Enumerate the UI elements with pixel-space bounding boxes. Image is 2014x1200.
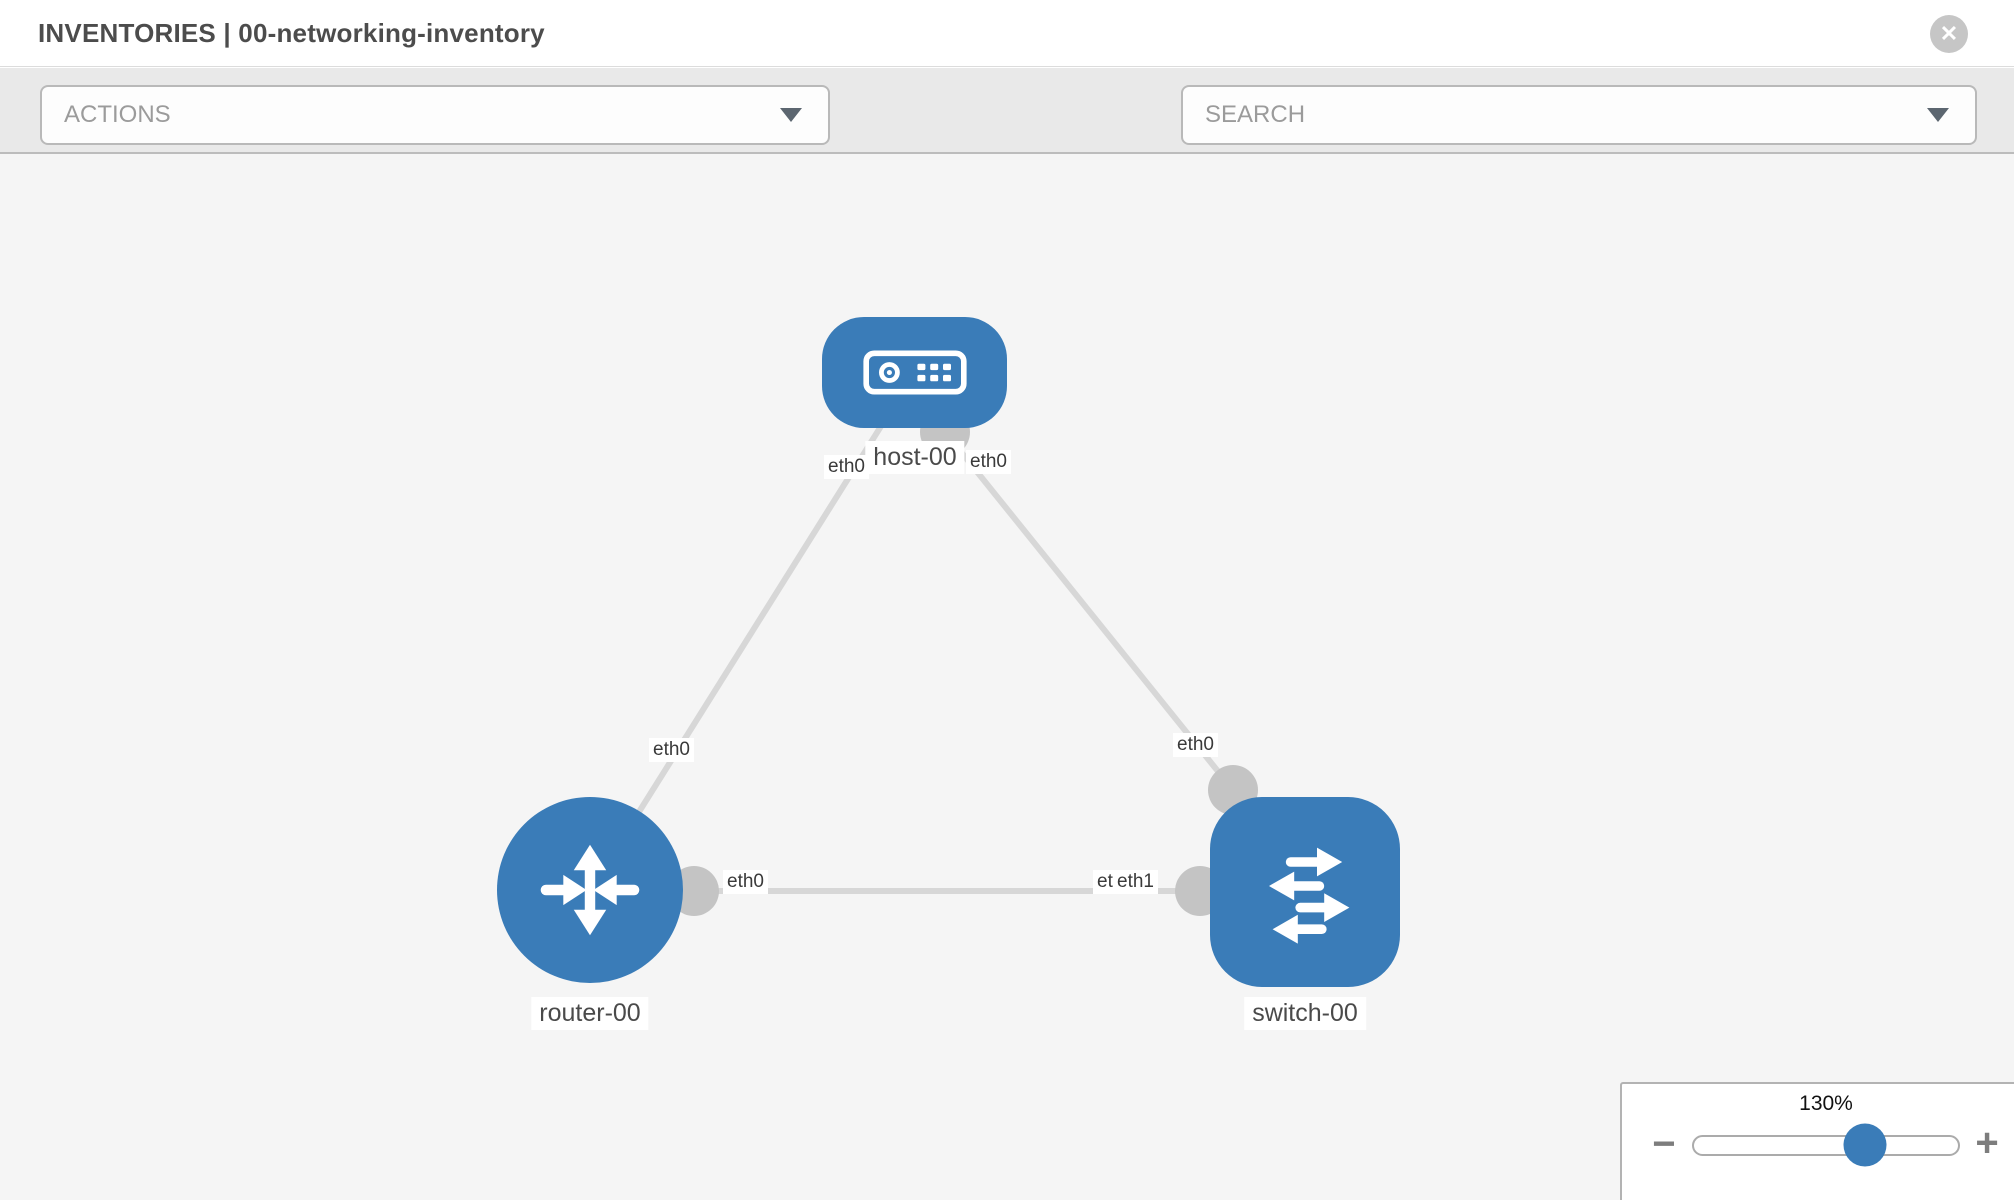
interface-label-switch-top: eth0 (1173, 733, 1218, 757)
zoom-slider-track[interactable] (1692, 1135, 1960, 1156)
node-switch-00[interactable] (1210, 797, 1400, 987)
zoom-in-button[interactable]: + (1975, 1121, 1999, 1165)
node-label-switch: switch-00 (1244, 997, 1366, 1030)
interface-label-switch-left-eth1: eth1 (1113, 870, 1158, 894)
node-router-00[interactable] (497, 797, 683, 983)
zoom-level-label: 130% (1799, 1092, 1853, 1115)
chevron-down-icon (780, 108, 802, 122)
topology-links-layer (587, 370, 1305, 916)
close-button[interactable]: ✕ (1930, 15, 1968, 53)
interface-label-router-right: eth0 (723, 870, 768, 894)
link-host-switch[interactable] (942, 430, 1236, 792)
node-host-00[interactable] (822, 317, 1007, 428)
host-icon (862, 350, 967, 395)
page-title: INVENTORIES | 00-networking-inventory (38, 18, 545, 48)
toolbar: ACTIONS SEARCH (0, 68, 2014, 207)
switch-icon (1269, 847, 1350, 944)
actions-dropdown[interactable]: ACTIONS (40, 85, 830, 145)
header: INVENTORIES | 00-networking-inventory ✕ (0, 0, 2014, 67)
chevron-down-icon (1927, 108, 1949, 122)
router-icon (540, 844, 640, 936)
actions-dropdown-label: ACTIONS (64, 101, 171, 128)
search-dropdown[interactable]: SEARCH (1181, 85, 1977, 145)
search-dropdown-label: SEARCH (1205, 101, 1306, 128)
zoom-out-button[interactable]: − (1652, 1122, 1676, 1166)
topology-canvas[interactable]: host-00 router-00 switch-00 eth0 eth0 et… (0, 154, 2014, 1200)
close-icon: ✕ (1939, 21, 1959, 46)
node-label-router: router-00 (531, 997, 649, 1030)
interface-label-router-top: eth0 (649, 738, 694, 762)
zoom-slider-handle[interactable] (1843, 1123, 1887, 1167)
interface-label-host-right: eth0 (966, 450, 1011, 474)
zoom-control: 130% − + (1620, 1082, 2014, 1200)
node-label-host: host-00 (865, 441, 965, 474)
interface-label-host-left: eth0 (824, 455, 869, 479)
